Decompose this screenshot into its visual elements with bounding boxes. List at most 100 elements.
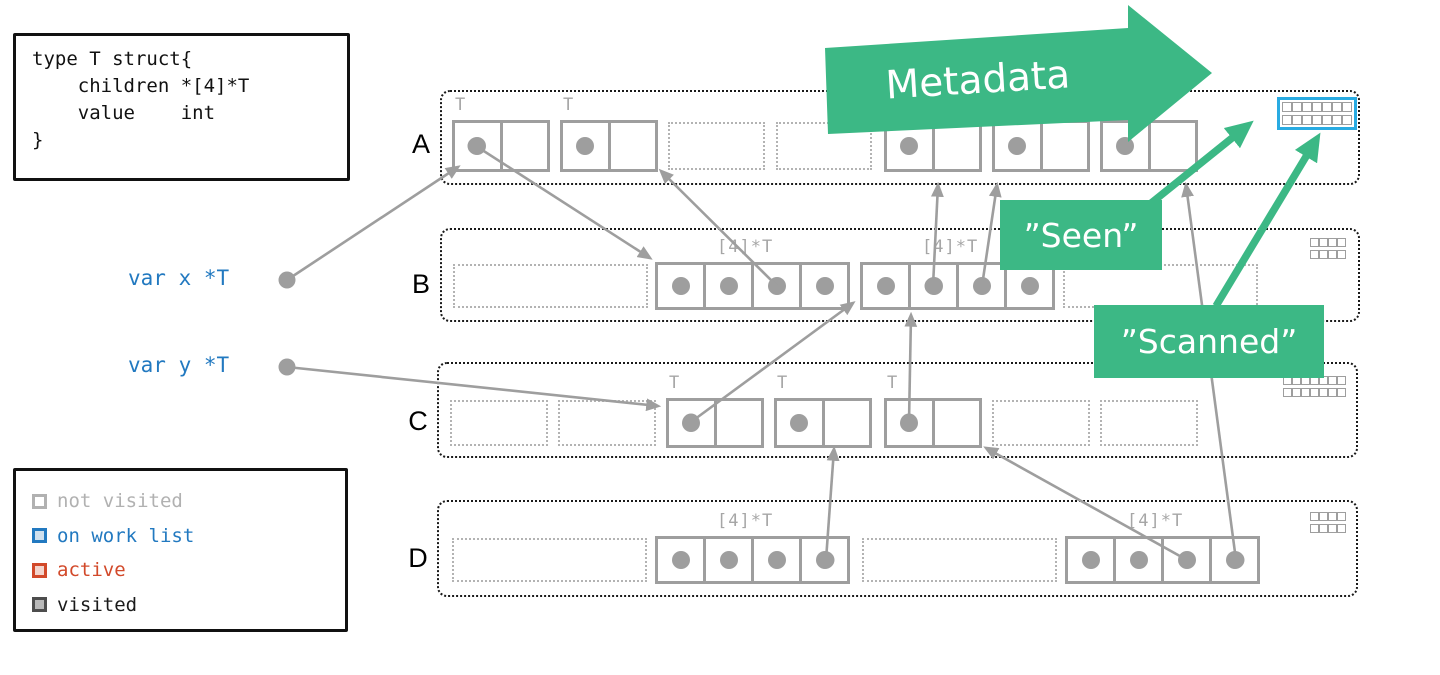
object-cell <box>503 123 548 169</box>
legend-item-visited: visited <box>32 588 345 623</box>
pointer-dot <box>1225 551 1244 569</box>
empty-slot <box>862 538 1057 582</box>
bitmap-cell <box>1337 238 1346 247</box>
object-cell <box>959 265 1007 307</box>
array-object <box>655 262 850 310</box>
memory-span-label: D <box>408 543 428 573</box>
object-cell <box>658 265 706 307</box>
object-cell <box>777 401 825 445</box>
bitmap-cell <box>1301 388 1310 397</box>
pointer-dot <box>1116 137 1135 155</box>
bitmap-cell <box>1332 115 1342 125</box>
bitmap-cell <box>1283 388 1292 397</box>
object-cell <box>1116 539 1164 581</box>
memory-span-label: B <box>411 269 430 299</box>
bitmap-cell <box>1319 524 1328 533</box>
metadata-bitmap <box>1283 376 1346 397</box>
bitmap-cell <box>1328 238 1337 247</box>
pointer-dot <box>719 277 738 295</box>
bitmap-cell <box>1328 250 1337 259</box>
object-cell <box>706 539 754 581</box>
metadata-bitmap-on-worklist <box>1277 97 1357 130</box>
arrow-var-x-to-A-obj1 <box>286 165 461 282</box>
empty-slot <box>453 264 648 308</box>
bitmap-cell <box>1328 388 1337 397</box>
object-cell <box>563 123 611 169</box>
type-definition-box: type T struct{ children *[4]*T value int… <box>13 33 350 181</box>
object-cell <box>455 123 503 169</box>
legend-label: active <box>57 559 126 582</box>
bitmap-cell <box>1310 512 1319 521</box>
bitmap-cell <box>1312 102 1322 112</box>
pointer-dot <box>1177 551 1196 569</box>
legend-label: on work list <box>57 524 195 547</box>
pointer-dot <box>1008 137 1027 155</box>
legend-item-not-visited: not visited <box>32 484 345 519</box>
type-label: [4]*T <box>1127 511 1184 531</box>
pointer-dot <box>671 277 690 295</box>
bitmap-cell <box>1342 102 1352 112</box>
object-cell <box>1007 265 1052 307</box>
pointer-dot <box>900 137 919 155</box>
object-cell <box>1164 539 1212 581</box>
legend-item-on-work-list: on work list <box>32 519 345 554</box>
struct-object <box>884 398 982 448</box>
object-cell <box>802 539 847 581</box>
object-cell <box>754 265 802 307</box>
bitmap-cell <box>1337 388 1346 397</box>
legend-label: not visited <box>57 490 183 513</box>
type-label: T <box>563 95 575 115</box>
type-label: [4]*T <box>717 237 774 257</box>
scanned-callout: ”Scanned” <box>1094 305 1324 378</box>
array-object <box>860 262 1055 310</box>
bitmap-cell <box>1328 512 1337 521</box>
type-definition-code: type T struct{ children *[4]*T value int… <box>32 48 250 151</box>
pointer-dot <box>671 551 690 569</box>
pointer-dot <box>1129 551 1148 569</box>
empty-slot <box>668 122 765 170</box>
bitmap-cell <box>1319 512 1328 521</box>
visited-swatch-icon <box>32 597 47 613</box>
pointer-dot <box>815 551 834 569</box>
bitmap-cell <box>1319 238 1328 247</box>
pointer-dot <box>790 414 809 432</box>
empty-slot <box>558 400 656 446</box>
bitmap-cell <box>1328 376 1337 385</box>
struct-object <box>666 398 764 448</box>
bitmap-cell <box>1282 115 1292 125</box>
pointer-dot <box>1020 277 1039 295</box>
empty-slot <box>992 400 1090 446</box>
pointer-dot <box>1081 551 1100 569</box>
object-cell <box>863 265 911 307</box>
pointer-origin-dot <box>278 358 296 376</box>
pointer-dot <box>924 277 943 295</box>
object-cell <box>935 123 980 169</box>
type-label: T <box>455 95 467 115</box>
type-label: [4]*T <box>717 511 774 531</box>
struct-object <box>884 120 982 172</box>
array-object <box>655 536 850 584</box>
object-cell <box>669 401 717 445</box>
bitmap-cell <box>1282 102 1292 112</box>
object-cell <box>887 123 935 169</box>
memory-span-label: A <box>411 129 430 159</box>
object-cell <box>754 539 802 581</box>
empty-slot <box>776 122 872 170</box>
bitmap-cell <box>1322 102 1332 112</box>
object-cell <box>995 123 1043 169</box>
pointer-dot <box>876 277 895 295</box>
pointer-dot <box>972 277 991 295</box>
legend-item-active: active <box>32 553 345 588</box>
bitmap-cell <box>1302 115 1312 125</box>
scanned-callout-label: ”Scanned” <box>1120 322 1298 361</box>
bitmap-cell <box>1310 524 1319 533</box>
bitmap-cell <box>1328 524 1337 533</box>
bitmap-cell <box>1337 250 1346 259</box>
empty-slot <box>1063 264 1258 308</box>
var-x-label: var x *T <box>128 266 230 290</box>
type-label: T <box>777 373 789 393</box>
type-label: [4]*T <box>922 237 979 257</box>
legend: not visited on work list active visited <box>13 468 348 632</box>
struct-object <box>560 120 658 172</box>
